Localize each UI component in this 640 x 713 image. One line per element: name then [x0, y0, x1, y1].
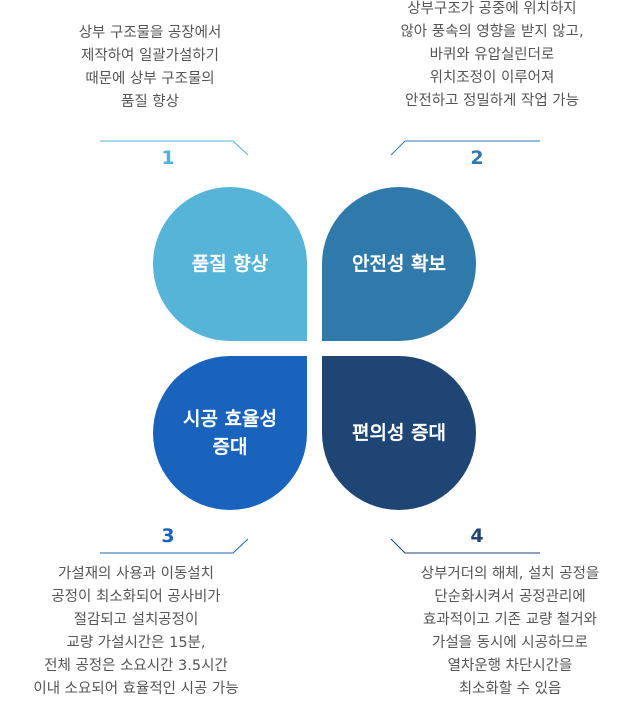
connector-line-4	[390, 538, 540, 554]
description-3: 가설재의 사용과 이동설치 공정이 최소화되어 공사비가 절감되고 설치공정이 …	[6, 563, 266, 701]
petal-quality: 품질 향상	[153, 187, 307, 341]
description-4-line: 가설을 동시에 시공하므로	[432, 635, 588, 651]
description-3-line: 절감되고 설치공정이	[73, 612, 199, 628]
description-4: 상부거더의 해체, 설치 공정을 단순화시켜서 공정관리에 효과적이고 기존 교…	[380, 563, 640, 701]
step-number-2: 2	[470, 147, 484, 169]
connector-line-2	[390, 140, 540, 156]
description-3-line: 전체 공정은 소요시간 3.5시간	[44, 658, 228, 674]
description-3-line: 이내 소요되어 효율적인 시공 가능	[33, 681, 239, 697]
connector-line-3	[100, 538, 249, 554]
description-2-line: 안전하고 정밀하게 작업 가능	[405, 93, 579, 109]
step-number-1: 1	[161, 147, 175, 169]
description-1-line: 때문에 상부 구조물의	[85, 71, 215, 87]
description-2-line: 위치조정이 이루어져	[429, 70, 555, 86]
petal-safety-label: 안전성 확보	[352, 250, 446, 278]
petal-label-line: 시공 효율성	[182, 408, 277, 430]
description-1-line: 품질 향상	[121, 94, 179, 110]
petal-efficiency-label: 시공 효율성 증대	[183, 405, 277, 461]
step-number-3: 3	[161, 525, 175, 547]
description-4-line: 단순화시켜서 공정관리에	[434, 589, 586, 605]
description-2: 상부구조가 공중에 위치하지 않아 풍속의 영향을 받지 않고, 바퀴와 유압실…	[362, 0, 622, 113]
description-2-line: 바퀴와 유압실린더로	[429, 47, 555, 63]
petal-convenience-label: 편의성 증대	[352, 419, 446, 447]
description-3-line: 공정이 최소화되어 공사비가	[51, 589, 221, 605]
petal-safety: 안전성 확보	[322, 187, 476, 341]
petal-label-line: 편의성 증대	[351, 422, 446, 444]
step-number-4: 4	[470, 525, 484, 547]
petal-quality-label: 품질 향상	[192, 250, 269, 278]
petal-convenience: 편의성 증대	[322, 356, 476, 510]
description-2-line: 않아 풍속의 영향을 받지 않고,	[400, 24, 584, 40]
petal-label-line: 안전성 확보	[351, 253, 446, 275]
description-1-line: 제작하여 일괄가설하기	[80, 48, 219, 64]
description-1-line: 상부 구조물을 공장에서	[78, 25, 222, 41]
description-3-line: 교량 가설시간은 15분,	[66, 635, 206, 651]
description-4-line: 열차운행 차단시간을	[447, 658, 573, 674]
description-4-line: 상부거더의 해체, 설치 공정을	[420, 566, 600, 582]
description-1: 상부 구조물을 공장에서 제작하여 일괄가설하기 때문에 상부 구조물의 품질 …	[20, 22, 280, 114]
description-3-line: 가설재의 사용과 이동설치	[58, 566, 214, 582]
petal-label-line: 증대	[212, 436, 248, 458]
description-4-line: 효과적이고 기존 교량 철거와	[423, 612, 597, 628]
description-2-line: 상부구조가 공중에 위치하지	[407, 1, 577, 17]
description-4-line: 최소화할 수 있음	[458, 681, 562, 697]
connector-line-1	[100, 140, 249, 156]
petal-label-line: 품질 향상	[191, 253, 269, 275]
petal-efficiency: 시공 효율성 증대	[153, 356, 307, 510]
